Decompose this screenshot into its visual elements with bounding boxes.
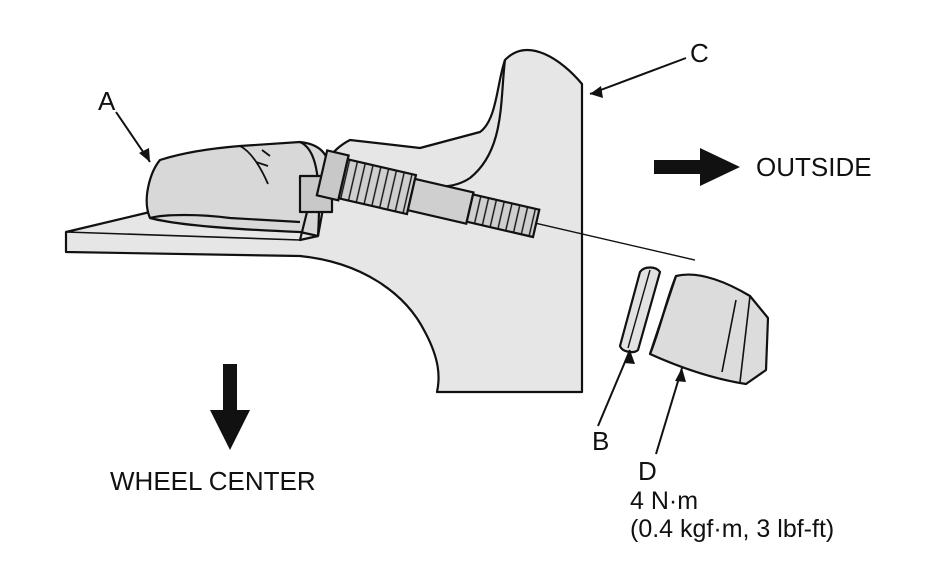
callout-a: A xyxy=(98,86,116,116)
torque-spec: 4 N·m (0.4 kgf·m, 3 lbf-ft) xyxy=(630,487,834,543)
leader-arrowhead-d xyxy=(675,368,686,382)
valve-nut xyxy=(648,273,770,386)
leader-line-d xyxy=(655,367,683,455)
leader-arrowhead-a xyxy=(139,148,150,162)
outside-direction-label: OUTSIDE xyxy=(756,152,872,182)
torque-spec-conversions: (0.4 kgf·m, 3 lbf-ft) xyxy=(630,515,835,543)
callout-d: D xyxy=(638,456,657,486)
leader-line-c xyxy=(589,57,687,95)
leader-arrowhead-c xyxy=(590,86,603,98)
wheel-center-direction-label: WHEEL CENTER xyxy=(110,466,316,496)
arrow-right-icon xyxy=(654,148,740,186)
valve-washer xyxy=(618,266,662,354)
torque-spec-metric: 4 N·m xyxy=(630,487,699,515)
arrow-down-icon xyxy=(210,364,250,450)
tpms-sensor-body xyxy=(145,140,334,242)
leader-arrowhead-b xyxy=(624,350,635,364)
callout-b: B xyxy=(592,426,610,456)
callout-c: C xyxy=(690,38,709,68)
valve-stem xyxy=(315,149,696,261)
